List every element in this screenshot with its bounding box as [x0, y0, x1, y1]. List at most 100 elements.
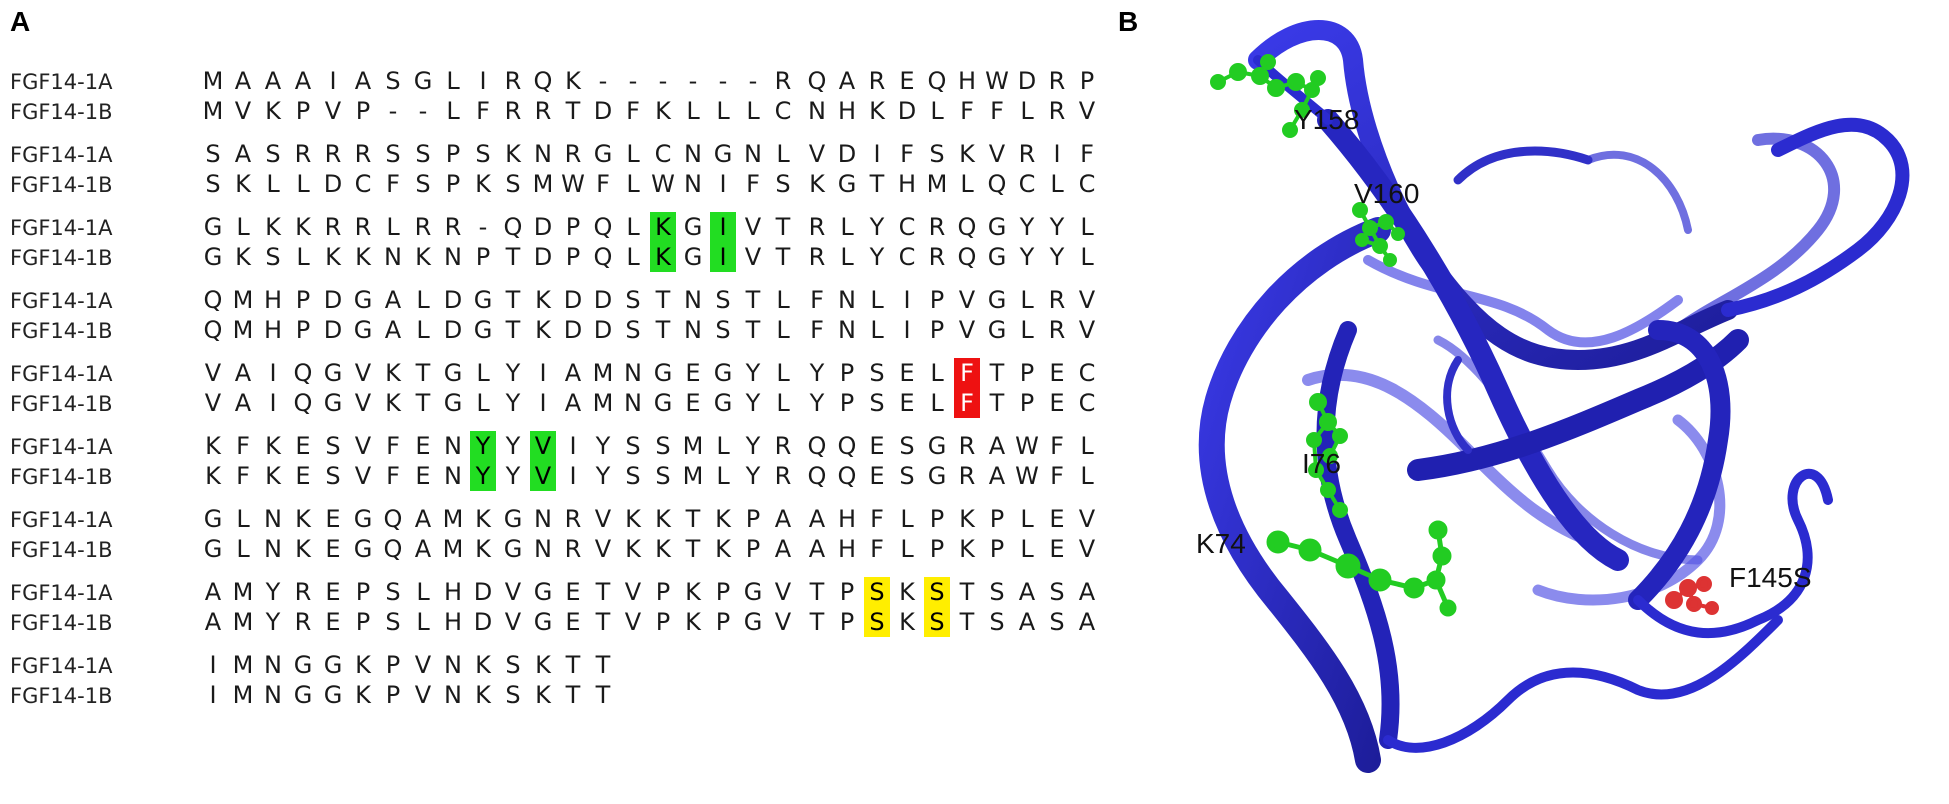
residue: L: [1050, 170, 1064, 198]
residue: M: [202, 67, 224, 95]
residue: G: [443, 389, 463, 417]
residue: K: [475, 535, 491, 563]
residue: P: [1079, 67, 1095, 95]
residue: Y: [809, 359, 825, 387]
residue: F: [960, 97, 974, 125]
residue: T: [565, 651, 581, 679]
residue: N: [744, 140, 762, 168]
residue: T: [775, 243, 791, 271]
residue: D: [323, 316, 343, 344]
residue: G: [713, 359, 733, 387]
sequence-name: FGF14-1B: [10, 465, 113, 489]
residue: L: [476, 389, 490, 417]
residue: T: [745, 286, 761, 314]
residue: V: [354, 432, 372, 460]
residue: L: [900, 505, 914, 533]
residue: -: [388, 97, 398, 125]
residue: L: [236, 213, 250, 241]
residue: K: [265, 213, 281, 241]
residue: R: [564, 535, 582, 563]
residue: -: [658, 67, 668, 95]
residue: H: [837, 535, 857, 563]
residue: I: [903, 316, 911, 344]
residue: W: [1015, 462, 1039, 490]
residue: K: [295, 505, 311, 533]
residue: A: [414, 535, 432, 563]
loop: [1443, 356, 1472, 454]
residue: F: [810, 286, 824, 314]
residue: K: [265, 462, 281, 490]
residue: S: [265, 243, 281, 271]
residue: L: [446, 97, 460, 125]
residue: G: [927, 462, 947, 490]
label-k74: K74: [1196, 528, 1246, 559]
residue: T: [595, 608, 611, 636]
residue: P: [1019, 359, 1035, 387]
sequence-name: FGF14-1A: [10, 143, 113, 167]
residue: P: [565, 213, 581, 241]
residue: -: [688, 67, 698, 95]
residue: L: [626, 243, 640, 271]
residue: V: [1078, 97, 1096, 125]
residue: A: [384, 286, 402, 314]
residue-v160: [1352, 202, 1405, 267]
residue: N: [384, 243, 402, 271]
residue: I: [209, 651, 217, 679]
residue: V: [958, 286, 976, 314]
residue: A: [988, 462, 1006, 490]
residue: D: [473, 608, 493, 636]
residue: S: [325, 462, 341, 490]
residue: P: [355, 97, 371, 125]
residue-k74: [1266, 520, 1457, 617]
residue: V: [744, 213, 762, 241]
residue: K: [475, 505, 491, 533]
residue: S: [325, 432, 341, 460]
residue: N: [444, 462, 462, 490]
residue: Q: [837, 432, 857, 460]
residue: P: [565, 243, 581, 271]
residue: E: [869, 432, 885, 460]
residue: N: [534, 535, 552, 563]
back-strand: [1584, 150, 1692, 234]
sequence-name: FGF14-1B: [10, 246, 113, 270]
residue: I: [269, 389, 277, 417]
residue: Y: [505, 432, 521, 460]
sequence-name: FGF14-1B: [10, 173, 113, 197]
residue: N: [684, 170, 702, 198]
residue: F: [386, 462, 400, 490]
residue: D: [473, 578, 493, 606]
residue: N: [264, 535, 282, 563]
residue: F: [1050, 462, 1064, 490]
residue: S: [475, 140, 491, 168]
residue: L: [776, 286, 790, 314]
residue: I: [329, 67, 337, 95]
residue: E: [295, 462, 311, 490]
residue: S: [625, 286, 641, 314]
residue: K: [475, 681, 491, 709]
residue: N: [624, 389, 642, 417]
residue: Y: [1019, 213, 1035, 241]
residue: R: [808, 243, 826, 271]
residue: I: [903, 286, 911, 314]
residue: F: [1080, 140, 1094, 168]
residue: V: [624, 608, 642, 636]
residue: F: [810, 316, 824, 344]
residue: Y: [1049, 243, 1065, 271]
residue: A: [234, 67, 252, 95]
residue: P: [295, 316, 311, 344]
residue: C: [898, 213, 916, 241]
